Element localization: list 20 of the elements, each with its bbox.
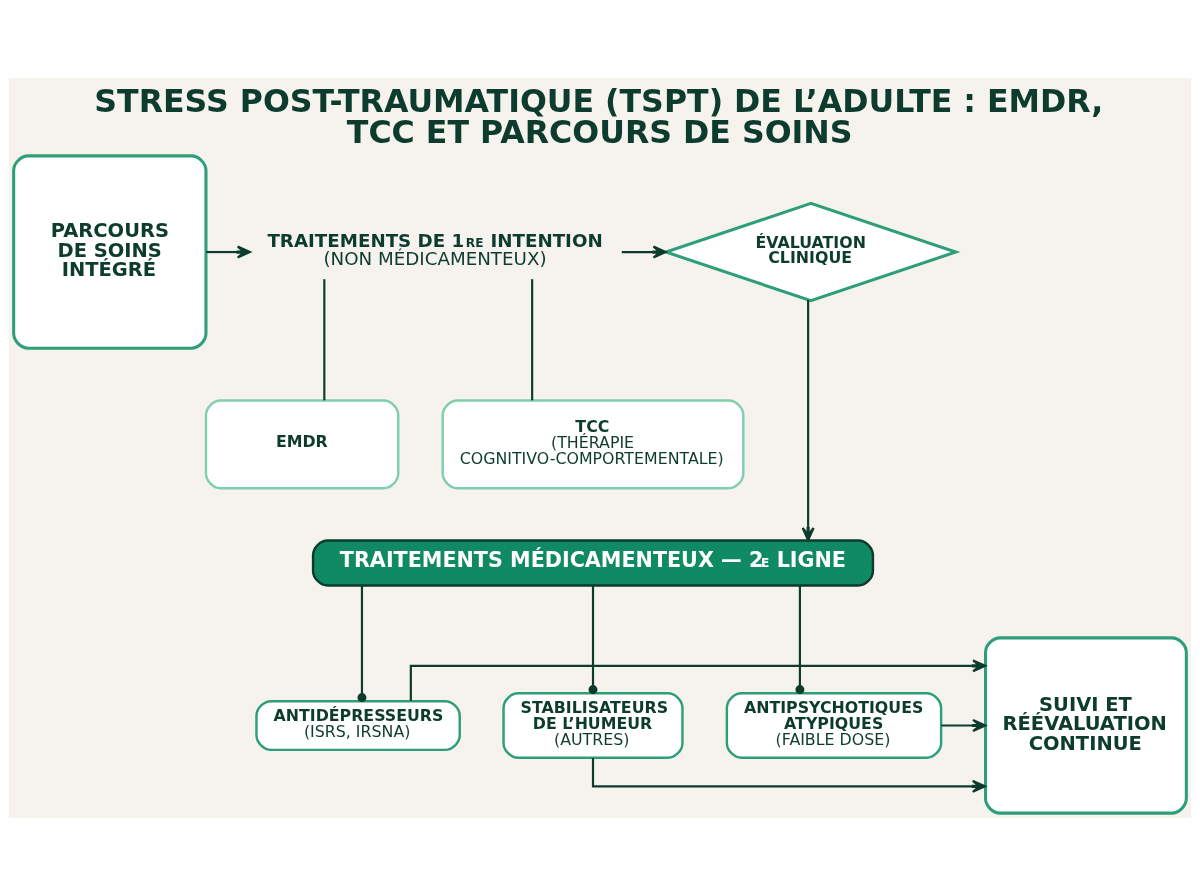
arrow [206,245,251,259]
connector [531,279,534,401]
arrow [409,659,987,701]
node-box: TCC (THÉRAPIE COGNITIVO-COMPORTEMENTALE) [441,399,745,490]
diagram-title: STRESS POST-TRAUMATIQUE (TSPT) DE L’ADULTE : EMDR, TCC ET PARCOURS DE SOINS [94,82,1104,151]
node-box: TRAITEMENTS MÉDICAMENTEUX — 2E LIGNE [311,539,875,587]
connector [795,585,805,695]
node-box: STABILISATEURS DE L’HUMEUR (AUTRES) [502,692,684,759]
node-box: ANTIPSYCHOTIQUES ATYPIQUES (FAIBLE DOSE) [725,692,943,759]
arrow [941,718,987,733]
node-box: ANTIDÉPRESSEURS (ISRS, IRSNA) [255,699,461,752]
node-box: SUIVI ET RÉÉVALUATION CONTINUE [984,636,1188,815]
node-box: PARCOURS DE SOINS INTÉGRÉ [12,154,208,350]
arrow [591,758,987,793]
arrow [801,299,815,542]
node-box: EMDR [204,399,400,490]
arrow [621,245,667,259]
connector [588,585,598,695]
connector [357,585,367,703]
connector [323,279,326,401]
